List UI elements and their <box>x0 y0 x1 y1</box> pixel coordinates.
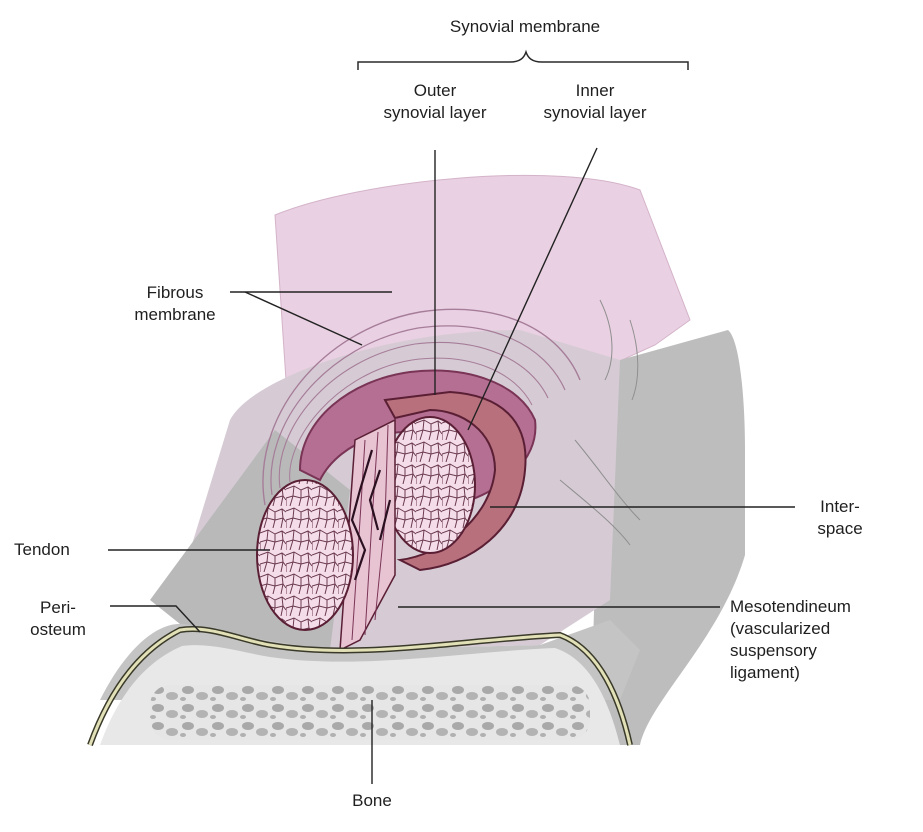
synovial-membrane-brace <box>358 52 688 70</box>
label-bone: Bone <box>322 790 422 812</box>
label-outer-synovial-layer: Outer synovial layer <box>345 80 525 124</box>
label-inner-synovial-layer: Inner synovial layer <box>505 80 685 124</box>
label-tendon: Tendon <box>14 539 70 561</box>
label-interspace: Inter- space <box>800 496 880 540</box>
label-synovial-membrane: Synovial membrane <box>405 16 645 38</box>
label-mesotendineum: Mesotendineum (vascularized suspensory l… <box>730 596 851 684</box>
label-fibrous-membrane: Fibrous membrane <box>120 282 230 326</box>
tendon-section-inner <box>385 417 475 553</box>
tendon-section-outer <box>257 480 353 630</box>
label-periosteum: Peri- osteum <box>18 597 98 641</box>
bone-marrow <box>150 685 590 740</box>
